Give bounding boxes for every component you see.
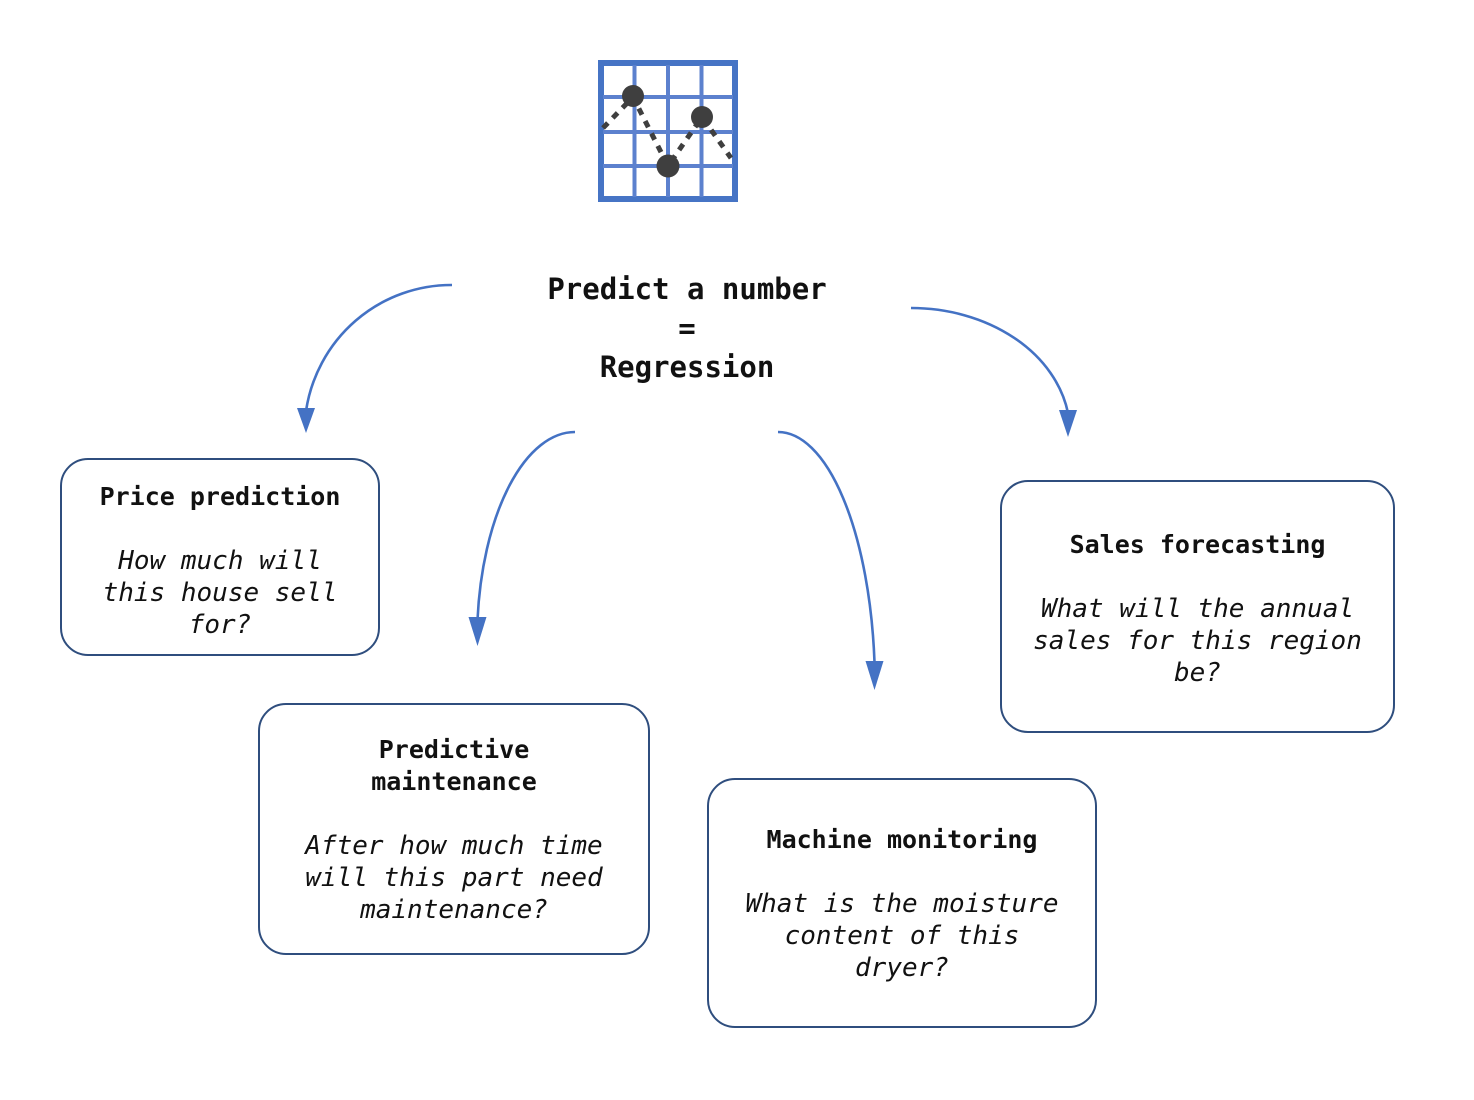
- arrow-to-predictive-maintenance: [468, 430, 576, 646]
- node-question: What will the annual sales for this regi…: [1033, 594, 1362, 688]
- node-question: What is the moisture content of this dry…: [745, 889, 1059, 983]
- arrow-to-price-prediction: [297, 283, 453, 433]
- scatter-line-chart-icon: [598, 60, 738, 202]
- node-sales-forecasting: Sales forecasting What will the annual s…: [1000, 480, 1395, 733]
- node-question: How much will this house sell for?: [102, 546, 338, 640]
- node-title: Price prediction: [99, 482, 341, 511]
- node-title: Predictive maintenance: [371, 735, 537, 796]
- node-machine-monitoring: Machine monitoring What is the moisture …: [707, 778, 1097, 1028]
- arrow-to-machine-monitoring: [777, 430, 884, 690]
- node-title: Sales forecasting: [1069, 530, 1326, 559]
- node-predictive-maintenance: Predictive maintenance After how much ti…: [258, 703, 650, 955]
- diagram-title: Predict a number = Regression: [547, 272, 827, 384]
- node-title: Machine monitoring: [766, 825, 1038, 854]
- arrow-to-sales-forecasting: [910, 306, 1077, 437]
- node-price-prediction: Price prediction How much will this hous…: [60, 458, 380, 656]
- node-question: After how much time will this part need …: [305, 831, 603, 925]
